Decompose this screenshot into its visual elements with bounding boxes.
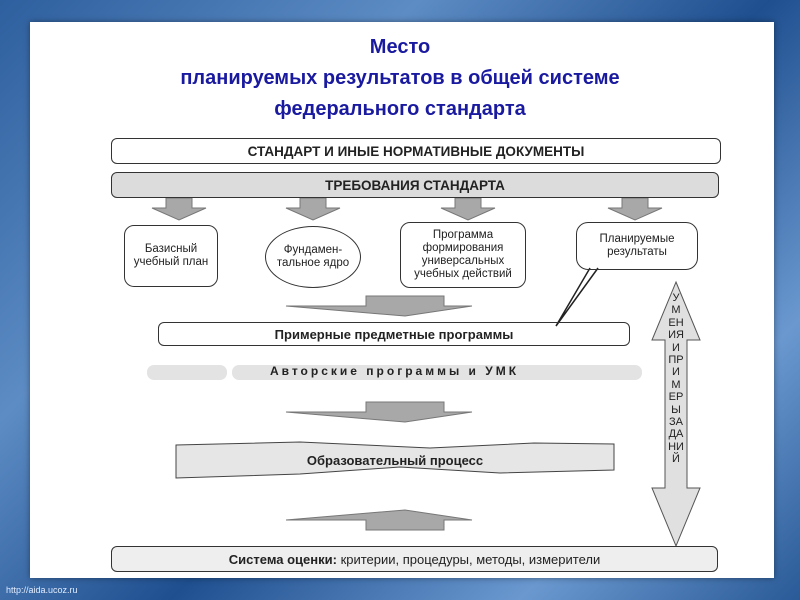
basic-plan-box: Базисный учебный план [124, 225, 218, 287]
vertical-arrow-label: УМЕНИЯ И ПРИМЕРЫ ЗАДАНИЙ [668, 292, 684, 466]
down-arrow-4 [607, 197, 663, 221]
edu-process-banner [175, 441, 615, 479]
sample-programs-box: Примерные предметные программы [158, 322, 630, 346]
down-arrow-3 [440, 197, 496, 221]
planned-results-label: Планируемые результаты [599, 233, 675, 258]
planned-results-callout: Планируемые результаты [576, 222, 698, 270]
standard-documents-box: СТАНДАРТ И ИНЫЕ НОРМАТИВНЫЕ ДОКУМЕНТЫ [111, 138, 721, 164]
edu-process-label: Образовательный процесс [306, 453, 484, 468]
slide-title: Место планируемых результатов в общей си… [0, 32, 800, 125]
up-arrow [285, 509, 473, 531]
sample-programs-label: Примерные предметные программы [274, 326, 514, 342]
callout-pointer [555, 267, 599, 327]
title-line-3: федерального стандарта [274, 98, 526, 120]
author-programs-label: Авторские программы и УМК [269, 364, 520, 378]
down-arrow-2 [285, 197, 341, 221]
requirements-label: ТРЕБОВАНИЯ СТАНДАРТА [325, 177, 505, 193]
down-arrow-1 [151, 197, 207, 221]
assessment-rest-label: критерии, процедуры, методы, измерители [336, 551, 601, 567]
requirements-box: ТРЕБОВАНИЯ СТАНДАРТА [111, 172, 719, 198]
down-arrow-5 [285, 295, 473, 317]
uud-program-box: Программа формирования универсальных уче… [400, 222, 526, 288]
basic-plan-label: Базисный учебный план [133, 243, 209, 268]
core-label: Фундамен-тальное ядро [276, 244, 350, 269]
footer-url: http://aida.ucoz.ru [6, 585, 78, 595]
title-line-1: Место [369, 36, 431, 58]
down-arrow-6 [285, 401, 473, 423]
title-line-2: планируемых результатов в общей системе [180, 67, 620, 89]
standard-documents-label: СТАНДАРТ И ИНЫЕ НОРМАТИВНЫЕ ДОКУМЕНТЫ [247, 143, 585, 159]
assessment-box: Система оценки: критерии, процедуры, мет… [111, 546, 718, 572]
core-ellipse: Фундамен-тальное ядро [265, 226, 361, 288]
uud-program-label: Программа формирования универсальных уче… [414, 229, 512, 280]
assessment-bold-label: Система оценки: [228, 551, 337, 567]
